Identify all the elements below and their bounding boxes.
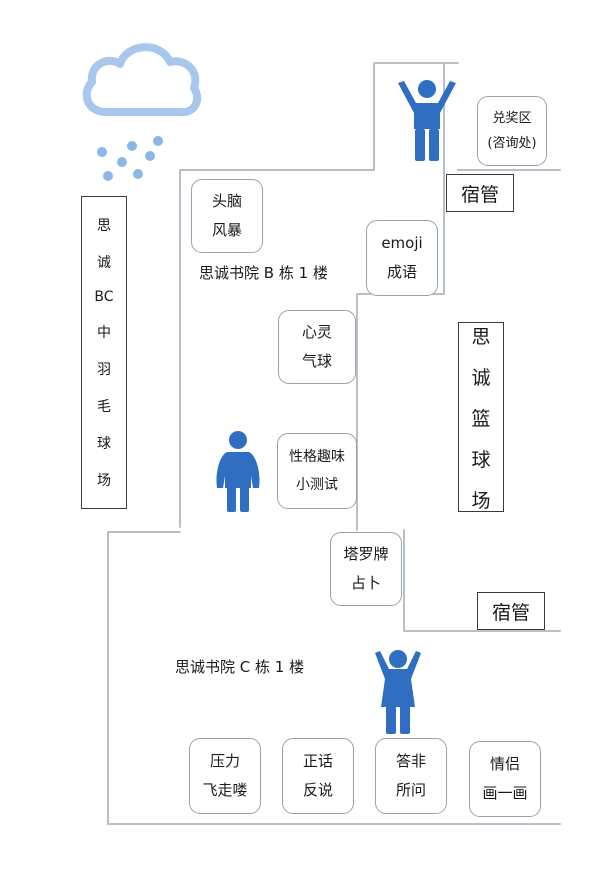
rain-cloud-icon [82,43,202,181]
court-char: 球 [96,436,111,452]
booth-line: 反说 [302,781,333,799]
booth-line: emoji [381,234,423,252]
booth-personality-test: 性格趣味 小测试 [277,433,357,509]
person-icon [216,431,260,512]
dorm-manager-lower: 宿管 [477,592,545,630]
court-char: 篮 [471,407,491,430]
dorm-manager-upper: 宿管 [446,174,514,212]
court-char: 场 [471,489,491,512]
booth-brainstorm: 头脑 风暴 [191,179,263,253]
booth-line: 头脑 [211,192,242,210]
badminton-court-label: 思 诚 BC 中 羽 毛 球 场 [81,196,127,509]
wall-left [179,62,459,528]
booth-line: 心灵 [301,323,332,341]
booth-heart-balloon: 心灵 气球 [278,310,356,384]
court-char: 场 [96,473,111,489]
court-char: 诚 [471,366,491,389]
basketball-court-label: 思 诚 篮 球 场 [458,322,504,512]
booth-line: 占卜 [350,574,381,592]
court-char: BC [94,289,114,305]
court-char: 诚 [96,255,111,271]
booth-line: 塔罗牌 [343,545,389,563]
court-char: 球 [471,448,491,471]
booth-line: 答非 [395,752,426,770]
building-b-label: 思诚书院 B 栋 1 楼 [199,264,328,282]
court-char: 羽 [96,362,111,378]
person-icon [398,80,456,161]
wall-lower-right [403,529,561,632]
booth-irrelevant-answer: 答非 所问 [375,738,447,814]
booth-line: 性格趣味 [289,449,345,465]
booth-emoji-idiom: emoji 成语 [366,220,438,296]
booth-line: 画一画 [482,784,528,802]
booth-tarot: 塔罗牌 占卜 [330,532,402,606]
court-char: 思 [96,218,111,234]
court-char: 毛 [96,399,111,415]
booth-line: 兑奖区 [492,111,532,126]
person-icon [375,650,421,734]
booth-prize-redemption: 兑奖区 (咨询处) [477,96,547,166]
booth-line: 风暴 [211,221,242,239]
building-c-label: 思诚书院 C 栋 1 楼 [175,658,305,676]
dorm-label: 宿管 [460,183,499,206]
court-char: 思 [471,325,491,348]
booth-line: 成语 [386,263,417,281]
booth-couple-drawing: 情侣 画一画 [469,741,541,817]
court-char: 中 [96,325,111,341]
dorm-label: 宿管 [491,601,530,624]
booth-pressure-away: 压力 飞走喽 [189,738,261,814]
booth-line: 飞走喽 [202,781,248,799]
booth-line: 正话 [302,752,333,770]
booth-line: 气球 [301,352,332,370]
booth-line: 压力 [209,752,240,770]
booth-line: (咨询处) [487,136,537,151]
booth-reverse-talk: 正话 反说 [282,738,354,814]
booth-line: 所问 [395,781,426,799]
booth-line: 小测试 [296,477,338,493]
booth-line: 情侣 [489,755,520,773]
wall-bottom [107,531,181,825]
